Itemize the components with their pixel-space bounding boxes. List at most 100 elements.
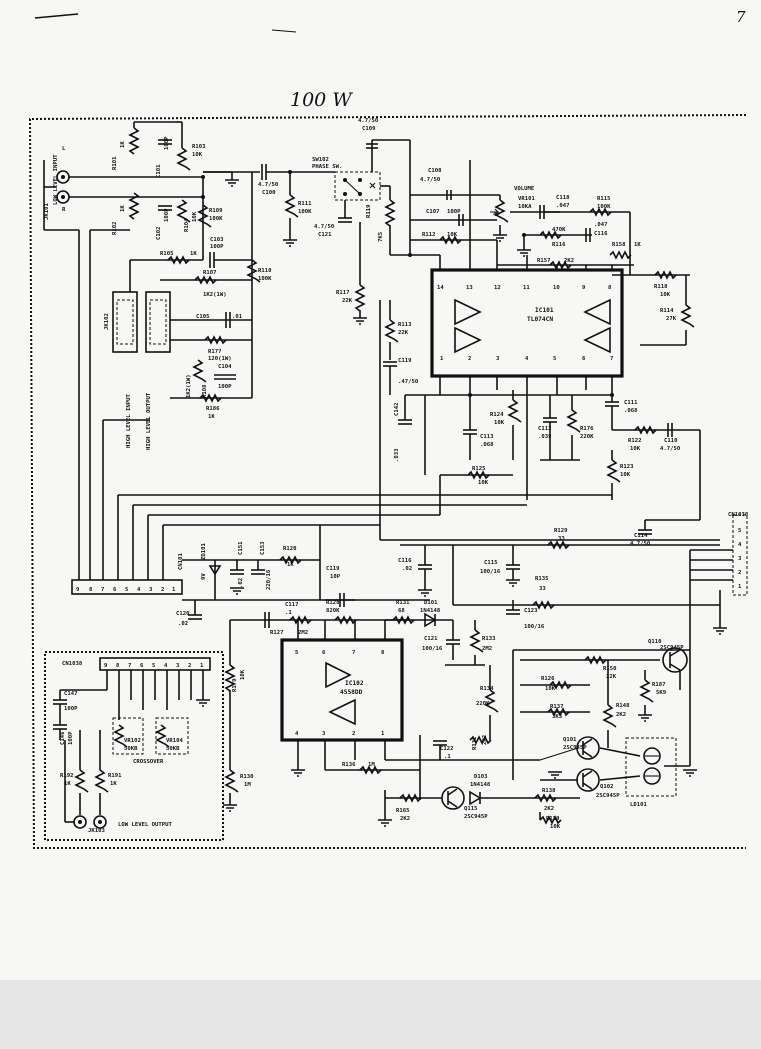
svg-text:100P: 100P [64, 706, 78, 712]
svg-text:C122: C122 [440, 746, 453, 752]
svg-text:50KB: 50KB [124, 746, 138, 752]
ic102: IC102 4558DD 5 6 7 8 4 3 2 1 C117 .1 R12… [223, 566, 540, 812]
svg-text:4: 4 [738, 542, 742, 548]
svg-text:R112: R112 [422, 232, 435, 238]
svg-text:VR102: VR102 [124, 738, 141, 744]
cn101-label: CN101 [178, 553, 184, 570]
svg-text:.068: .068 [624, 408, 638, 414]
svg-text:4: 4 [493, 212, 497, 218]
svg-text:1: 1 [172, 587, 176, 593]
svg-text:100P: 100P [164, 208, 170, 222]
svg-text:2: 2 [738, 570, 741, 576]
resistor-r148 [602, 704, 617, 728]
svg-text:4: 4 [525, 356, 529, 362]
svg-text:R119: R119 [366, 204, 372, 218]
svg-text:10K: 10K [192, 152, 203, 158]
resistor-r102 [128, 192, 140, 220]
resistor-r179 [224, 664, 236, 692]
svg-text:1M: 1M [368, 762, 375, 768]
crossover-pot-vr104[interactable] [155, 724, 170, 748]
ground-symbol [353, 317, 367, 325]
ground-symbol [418, 589, 432, 597]
svg-text:C153: C153 [260, 542, 266, 555]
svg-text:R104: R104 [184, 218, 190, 232]
svg-text:100/16: 100/16 [524, 624, 545, 630]
svg-text:C115: C115 [484, 560, 497, 566]
svg-text:C114: C114 [634, 533, 648, 539]
resistor-r114 [680, 304, 695, 328]
svg-text:C104: C104 [218, 364, 232, 370]
volume-label: VOLUME [514, 186, 534, 192]
svg-text:2K2: 2K2 [564, 258, 574, 264]
high-level-jack-left [112, 291, 138, 353]
svg-text:1: 1 [440, 356, 444, 362]
resistor-r124 [507, 399, 522, 423]
svg-text:100/16: 100/16 [480, 569, 501, 575]
svg-text:.068: .068 [480, 442, 494, 448]
svg-text:C116: C116 [594, 231, 608, 237]
svg-text:8: 8 [116, 663, 120, 669]
resistor-r191 [94, 769, 109, 793]
svg-text:R176: R176 [580, 426, 594, 432]
svg-text:R128: R128 [326, 600, 340, 606]
svg-text:220/16: 220/16 [266, 569, 272, 590]
ic101: IC101 TL074CN 14 13 12 11 10 9 8 1 2 3 4… [430, 160, 624, 397]
volume-pot-vr101[interactable] [494, 199, 509, 223]
schematic-title: 100 W [290, 89, 353, 111]
resistor-r108 [192, 359, 207, 383]
opamp-ic102-a [325, 661, 352, 689]
svg-text:220K: 220K [476, 701, 490, 707]
svg-text:4.7/50: 4.7/50 [630, 541, 651, 547]
resistor-r158 [609, 250, 632, 260]
sw102-desc: PHASE SW. [312, 164, 342, 170]
svg-text:C102: C102 [156, 227, 162, 240]
svg-text:R130: R130 [240, 774, 254, 780]
svg-text:1K: 1K [110, 781, 117, 787]
svg-text:R179: R179 [232, 678, 238, 692]
svg-text:220K: 220K [580, 434, 594, 440]
resistor-r177 [204, 335, 227, 345]
opamp-ic102-b [328, 698, 356, 726]
svg-text:10K: 10K [192, 211, 198, 222]
svg-text:C110: C110 [664, 438, 678, 444]
ground-symbol [378, 819, 392, 827]
svg-text:100K: 100K [298, 209, 312, 215]
svg-text:4: 4 [137, 587, 141, 593]
svg-text:14: 14 [437, 285, 444, 291]
svg-text:C151: C151 [238, 541, 244, 555]
svg-text:9: 9 [582, 285, 586, 291]
svg-text:C116: C116 [398, 558, 412, 564]
svg-text:50KB: 50KB [166, 746, 180, 752]
resistor-r135 [532, 600, 555, 610]
svg-text:2: 2 [188, 663, 191, 669]
opamp-d [583, 326, 611, 354]
svg-text:1K: 1K [64, 781, 71, 787]
svg-text:C146: C146 [60, 731, 66, 745]
svg-text:120(1W): 120(1W) [208, 356, 232, 362]
svg-text:1K: 1K [190, 251, 197, 257]
crossover-pot-vr102[interactable] [113, 724, 128, 748]
svg-text:10P: 10P [330, 574, 341, 580]
crossover-board-outline [44, 651, 224, 841]
scan-mark-top [271, 29, 297, 33]
svg-text:C121: C121 [424, 636, 438, 642]
svg-text:R109: R109 [209, 208, 223, 214]
ic102-package [280, 638, 404, 742]
svg-text:10K: 10K [447, 232, 458, 238]
svg-text:8: 8 [608, 285, 612, 291]
ic102-type: 4558DD [340, 689, 363, 696]
svg-text:10K: 10K [630, 446, 641, 452]
connector-cn1038-right [732, 514, 748, 596]
resistor-r132 [469, 735, 492, 745]
svg-text:C108: C108 [428, 168, 442, 174]
connector-cn101 [71, 579, 183, 595]
phase-switch-body[interactable] [334, 171, 381, 201]
resistor-r128 [334, 615, 357, 625]
resistor-r138 [534, 793, 557, 803]
svg-text:470K: 470K [552, 227, 566, 233]
svg-text:8: 8 [89, 587, 93, 593]
svg-text:R116: R116 [552, 242, 566, 248]
svg-text:68: 68 [398, 608, 405, 614]
svg-text:C119: C119 [398, 358, 412, 364]
svg-text:13: 13 [466, 285, 473, 291]
